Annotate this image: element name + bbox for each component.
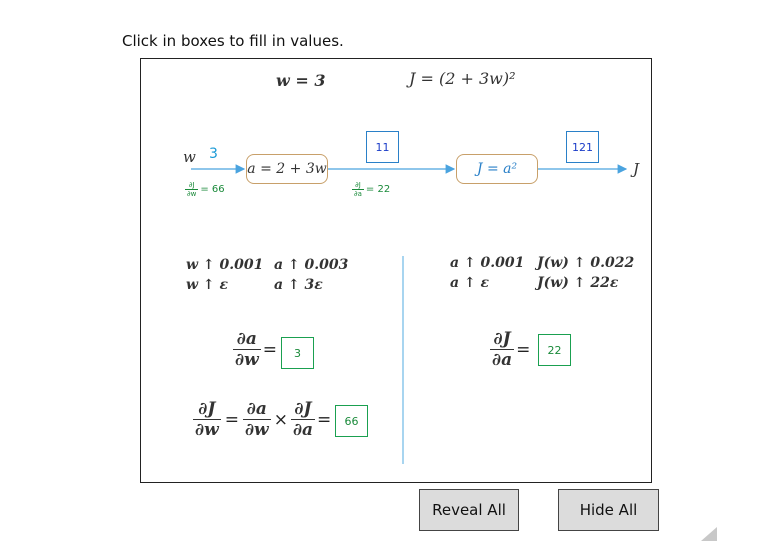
w-step-text: w ↑ 0.001: [186, 257, 264, 273]
J-equation: J = (2 + 3w)²: [409, 69, 516, 88]
instruction-text: Click in boxes to fill in values.: [122, 32, 344, 50]
node-J: J = a²: [456, 154, 538, 184]
graph-arrows: [191, 164, 628, 464]
J-value-box[interactable]: 121: [566, 131, 599, 163]
J-eps-text: J(w) ↑ 22ε: [537, 275, 619, 291]
right-a-step-text: a ↑ 0.001: [450, 255, 525, 271]
computation-graph-panel: w = 3 J = (2 + 3w)² w 3 a = 2 + 3w J = a…: [140, 58, 652, 483]
right-a-eps-text: a ↑ ε: [450, 275, 490, 291]
hide-all-button[interactable]: Hide All: [558, 489, 659, 531]
J-output-label: J: [633, 160, 640, 178]
reveal-all-button[interactable]: Reveal All: [419, 489, 519, 531]
dJ-da-expression: ∂J∂a =: [490, 329, 531, 370]
dJ-dw-label: ∂J∂w = 66: [185, 181, 225, 198]
a-value-box[interactable]: 11: [366, 131, 399, 163]
node-a: a = 2 + 3w: [246, 154, 328, 184]
dJ-dw-box[interactable]: 66: [335, 405, 368, 437]
chain-rule-expression: ∂J∂w = ∂a∂w × ∂J∂a =: [193, 399, 332, 440]
dJ-da-label: ∂J∂a = 22: [352, 181, 391, 198]
J-step-text: J(w) ↑ 0.022: [537, 255, 635, 271]
a-step-text: a ↑ 0.003: [274, 257, 349, 273]
dJ-da-box[interactable]: 22: [538, 334, 571, 366]
w-label: w: [183, 148, 196, 166]
resize-grip-icon[interactable]: [701, 527, 717, 541]
a-eps-text: a ↑ 3ε: [274, 277, 323, 293]
da-dw-box[interactable]: 3: [281, 337, 314, 369]
w-equation: w = 3: [276, 71, 326, 90]
w-value: 3: [209, 146, 218, 162]
w-eps-text: w ↑ ε: [186, 277, 229, 293]
da-dw-expression: ∂a∂w =: [233, 329, 277, 370]
